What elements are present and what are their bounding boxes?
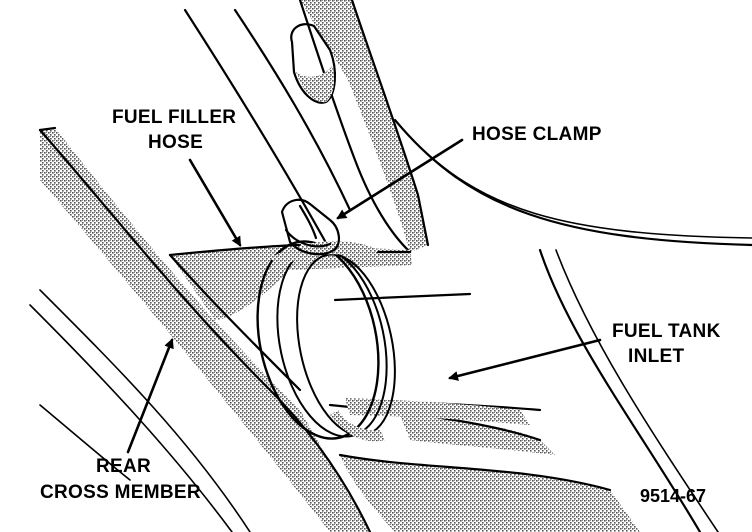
- rear-cross-member: [29, 126, 372, 532]
- label-rear-cross-member-line1: REAR: [96, 456, 151, 477]
- figure-number: 9514-67: [640, 486, 706, 506]
- leader-fuel-tank-inlet: [448, 338, 602, 381]
- leader-hose-clamp: [336, 138, 464, 220]
- leader-rear-cross-member: [126, 338, 174, 454]
- label-hose-clamp: HOSE CLAMP: [472, 124, 602, 145]
- label-rear-cross-member-line2: CROSS MEMBER: [40, 482, 201, 503]
- leader-fuel-filler-hose: [188, 158, 242, 247]
- label-fuel-filler-hose-line1: FUEL FILLER: [112, 107, 236, 128]
- leader-arrows: [126, 138, 602, 454]
- upper-body-panel: [183, 0, 430, 254]
- fuel-tank-outline: [393, 118, 752, 532]
- label-fuel-tank-inlet-line2: INLET: [628, 346, 684, 367]
- fuel-tank-inlet: [333, 292, 542, 425]
- hose-clamp: [256, 198, 396, 442]
- label-fuel-tank-inlet-line1: FUEL TANK: [612, 321, 721, 342]
- label-fuel-filler-hose-line2: HOSE: [148, 132, 203, 153]
- lower-tank-floor: [328, 403, 640, 532]
